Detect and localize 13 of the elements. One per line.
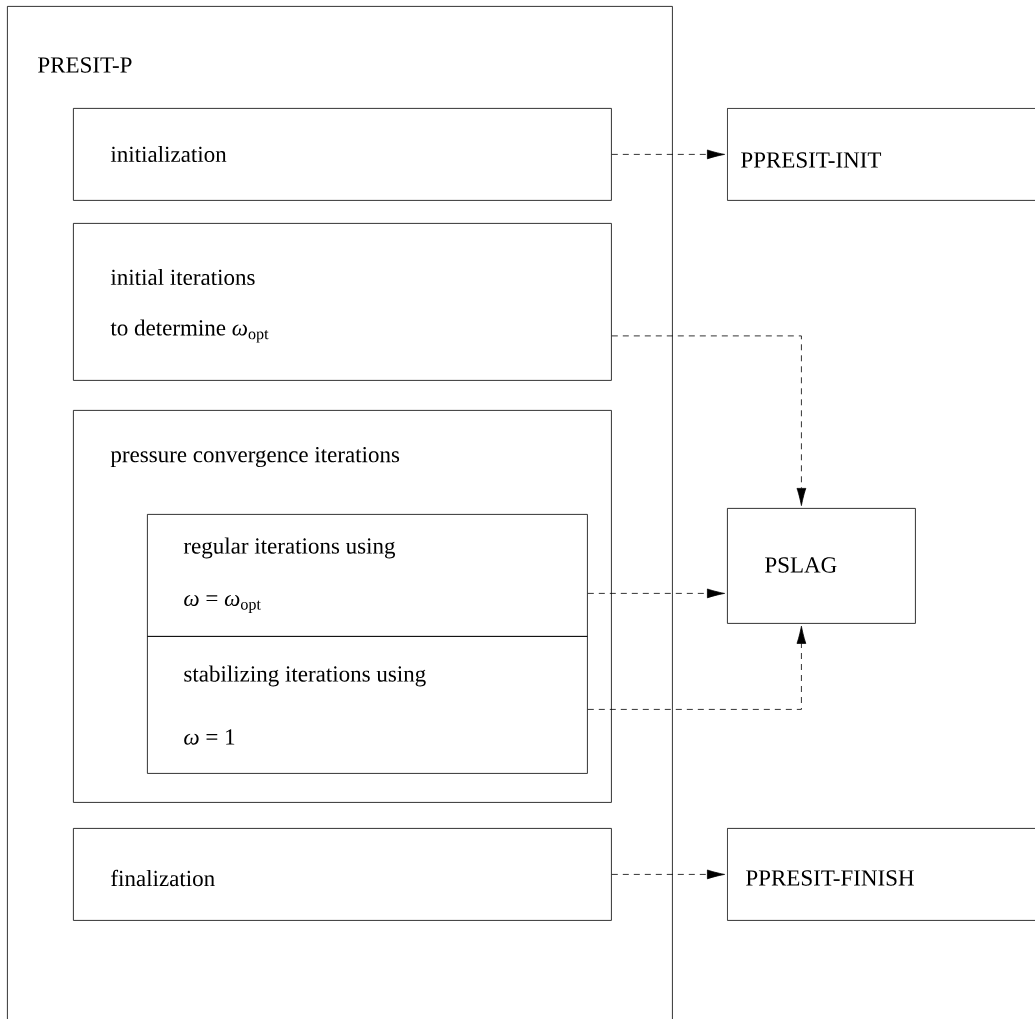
- module-box: PPRESIT-FINISH: [727, 828, 1035, 921]
- process-box: stabilizing iterations using ω = 1: [147, 636, 588, 774]
- arrow: [611, 869, 725, 880]
- arrow: [611, 149, 725, 160]
- process-box: initial iterations to determine ω$_{opt}$: [73, 223, 612, 381]
- arrow: [587, 588, 725, 599]
- process-box: initialization: [73, 108, 612, 201]
- process-box: regular iterations using ω = ω$_{opt}$: [147, 514, 588, 637]
- arrow: [587, 625, 807, 710]
- process-box: finalization: [73, 828, 612, 921]
- module-box: PPRESIT-INIT: [727, 108, 1035, 201]
- module-box: PSLAG: [727, 508, 916, 624]
- arrow: [611, 335, 807, 506]
